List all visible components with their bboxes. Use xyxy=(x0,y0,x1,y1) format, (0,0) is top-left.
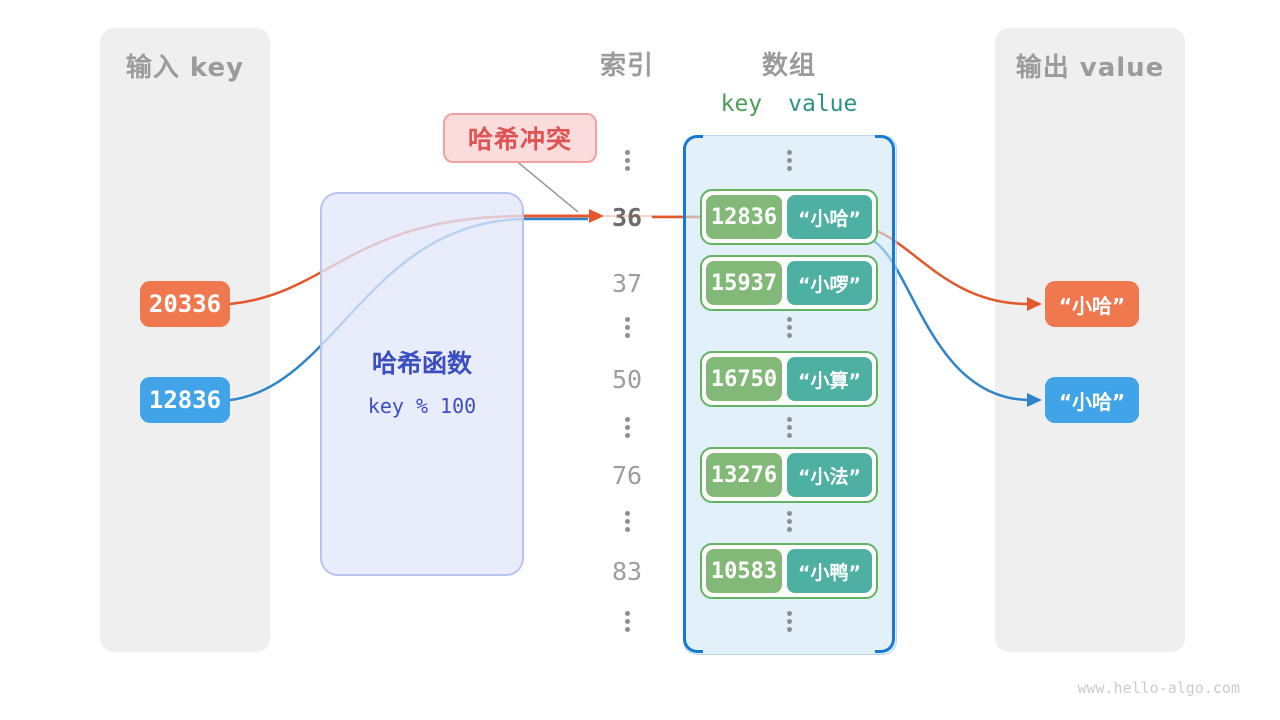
index-ellipsis xyxy=(597,511,657,532)
input-key-20336: 20336 xyxy=(140,281,230,327)
key-value-header: key value xyxy=(683,91,895,117)
pair-row: 15937 “小啰” xyxy=(700,255,878,311)
value-header-label: value xyxy=(788,91,858,117)
input-panel-title: 输入 key xyxy=(125,53,245,83)
output-panel: 输出 value xyxy=(995,28,1185,652)
hash-function-title: 哈希函数 xyxy=(371,349,472,378)
pair-row: 12836 “小哈” xyxy=(700,189,878,245)
array-ellipsis xyxy=(759,511,819,532)
output-panel-title: 输出 value xyxy=(1015,53,1165,83)
array-ellipsis xyxy=(759,317,819,338)
index-ellipsis xyxy=(597,317,657,338)
index-36: 36 xyxy=(611,203,643,232)
output-value-orange: “小哈” xyxy=(1045,281,1139,327)
pair-value: “小法” xyxy=(787,453,872,497)
pair-key: 10583 xyxy=(706,549,782,593)
array-ellipsis xyxy=(759,417,819,438)
index-76: 76 xyxy=(611,461,643,490)
index-ellipsis xyxy=(597,417,657,438)
input-panel: 输入 key xyxy=(100,28,270,652)
key-header-label: key xyxy=(720,91,763,117)
hash-function-box: 哈希函数 key % 100 xyxy=(320,192,524,576)
array-ellipsis xyxy=(759,150,819,171)
index-37: 37 xyxy=(611,269,643,298)
pair-key: 12836 xyxy=(706,195,782,239)
array-left-bracket xyxy=(683,135,703,653)
array-column-header: 数组 xyxy=(761,51,816,81)
pair-value: “小哈” xyxy=(787,195,872,239)
index-50: 50 xyxy=(611,365,643,394)
hash-function-formula: key % 100 xyxy=(367,394,477,418)
hash-collision-callout: 哈希冲突 xyxy=(443,113,597,163)
pair-key: 13276 xyxy=(706,453,782,497)
pair-row: 16750 “小算” xyxy=(700,351,878,407)
site-watermark: www.hello-algo.com xyxy=(1077,679,1240,697)
output-value-blue: “小哈” xyxy=(1045,377,1139,423)
index-ellipsis xyxy=(597,150,657,171)
array-ellipsis xyxy=(759,611,819,632)
pair-value: “小啰” xyxy=(787,261,872,305)
pair-key: 16750 xyxy=(706,357,782,401)
index-ellipsis xyxy=(597,611,657,632)
index-column-header: 索引 xyxy=(599,51,654,81)
index-83: 83 xyxy=(611,557,643,586)
collision-pointer-line xyxy=(513,158,579,213)
pair-value: “小鸭” xyxy=(787,549,872,593)
array-right-bracket xyxy=(875,135,895,653)
input-key-12836: 12836 xyxy=(140,377,230,423)
pair-row: 10583 “小鸭” xyxy=(700,543,878,599)
pair-key: 15937 xyxy=(706,261,782,305)
pair-value: “小算” xyxy=(787,357,872,401)
pair-row: 13276 “小法” xyxy=(700,447,878,503)
